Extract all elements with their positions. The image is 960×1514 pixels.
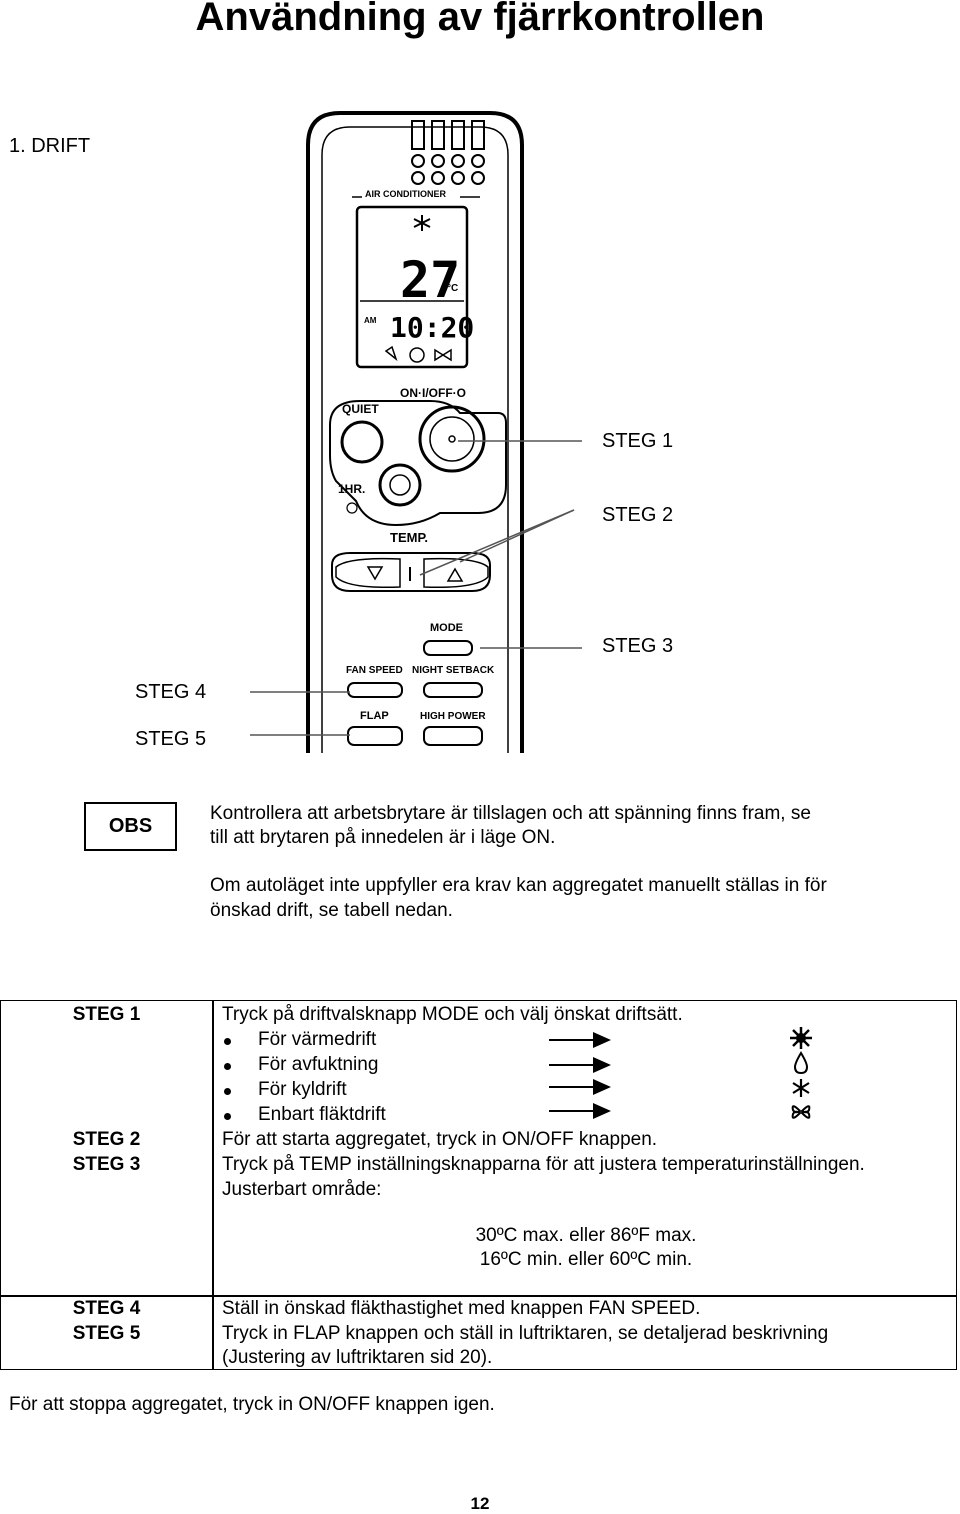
mode-item-label: För avfuktning: [258, 1054, 379, 1075]
mode-item-label: Enbart fläktdrift: [258, 1104, 386, 1125]
table-divider-horizontal: [1, 1295, 956, 1297]
callout-steg-4: STEG 4: [135, 681, 207, 703]
stop-instruction: För att stoppa aggregatet, tryck in ON/O…: [9, 1394, 495, 1415]
step-2-name: STEG 2: [72, 1129, 141, 1150]
high-power-label: HIGH POWER: [420, 711, 486, 722]
bullet-dot: [224, 1088, 231, 1095]
quiet-button[interactable]: [340, 420, 384, 464]
page-number: 12: [470, 1494, 490, 1513]
obs-line-4: önskad drift, se tabell nedan.: [210, 900, 453, 921]
display-snowflake-icon: [413, 215, 431, 231]
step-5-text-line-1: Tryck in FLAP knappen och ställ in luftr…: [222, 1323, 829, 1344]
display-fan-icon: [434, 348, 452, 362]
callout-steg-3: STEG 3: [602, 635, 674, 657]
step-5-text-line-2: (Justering av luftriktaren sid 20).: [222, 1347, 493, 1368]
obs-line-2: till att brytaren på innedelen är i läge…: [210, 827, 556, 848]
callout-steg-5: STEG 5: [135, 728, 207, 750]
onoff-button[interactable]: [418, 405, 486, 473]
callout-steg-1: STEG 1: [602, 430, 674, 452]
page-title: Användning av fjärrkontrollen: [195, 0, 765, 39]
step-1-name: STEG 1: [72, 1004, 141, 1025]
arrow-right-icon: [549, 1103, 611, 1119]
mode-item-label: För värmedrift: [258, 1029, 377, 1050]
one-hour-timer-button[interactable]: [378, 463, 422, 507]
bullet-dot: [224, 1038, 231, 1045]
temperature-range-max: 30ºC max. eller 86ºF max.: [475, 1225, 697, 1246]
bullet-dot: [224, 1063, 231, 1070]
display-unit: °C: [447, 283, 458, 294]
flap-label: FLAP: [360, 710, 389, 722]
temperature-range-min: 16ºC min. eller 60ºC min.: [479, 1249, 693, 1270]
steps-table: STEG 1 Tryck på driftvalsknapp MODE och …: [0, 1000, 957, 1370]
bullet-dot: [224, 1113, 231, 1120]
step-3-range-label: Justerbart område:: [222, 1179, 382, 1200]
arrow-right-icon: [549, 1079, 611, 1095]
sun-icon: [790, 1027, 812, 1049]
droplet-icon: [793, 1051, 809, 1075]
step-4-text: Ställ in önskad fläkthastighet med knapp…: [222, 1298, 701, 1319]
obs-line-3: Om autoläget inte uppfyller era krav kan…: [210, 875, 827, 896]
temp-up-button[interactable]: [423, 557, 489, 589]
temp-down-button[interactable]: [335, 557, 401, 589]
obs-label-box: OBS: [84, 802, 177, 851]
night-setback-label: NIGHT SETBACK: [412, 665, 495, 676]
step-3-text: Tryck på TEMP inställningsknapparna för …: [222, 1154, 865, 1175]
temp-label: TEMP.: [390, 530, 428, 545]
arrow-right-icon: [549, 1032, 611, 1048]
one-hour-label: 1HR.: [338, 482, 365, 496]
obs-label: OBS: [108, 815, 153, 837]
display-temperature: 27: [400, 251, 460, 309]
fan-speed-label: FAN SPEED: [346, 665, 403, 676]
arrow-right-icon: [549, 1057, 611, 1073]
table-divider-vertical: [212, 1001, 214, 1369]
step-2-text: För att starta aggregatet, tryck in ON/O…: [222, 1129, 658, 1150]
display-swing-icon: [384, 345, 398, 362]
remote-control-illustration: AIR CONDITIONER 27 °C AM 10:20 QUIET ON·…: [306, 111, 524, 753]
remote-brand-label: AIR CONDITIONER: [365, 189, 447, 199]
step-4-name: STEG 4: [72, 1298, 141, 1319]
section-heading: 1. DRIFT: [9, 135, 91, 157]
temp-up-icon: [446, 567, 464, 582]
mode-item-label: För kyldrift: [258, 1079, 347, 1100]
step-1-text: Tryck på driftvalsknapp MODE och välj ön…: [222, 1004, 683, 1025]
temp-down-icon: [366, 566, 384, 581]
fan-icon: [791, 1105, 811, 1119]
snowflake-icon: [792, 1079, 810, 1097]
fan-speed-button[interactable]: [347, 682, 403, 698]
timer-clock-icon: [346, 502, 358, 514]
obs-line-1: Kontrollera att arbetsbrytare är tillsla…: [210, 803, 811, 824]
step-3-name: STEG 3: [72, 1154, 141, 1175]
display-time: 10:20: [390, 311, 474, 344]
callout-steg-2: STEG 2: [602, 504, 674, 526]
display-auto-icon: [409, 347, 425, 363]
mode-button[interactable]: [423, 640, 473, 656]
mode-label: MODE: [430, 622, 463, 634]
night-setback-button[interactable]: [423, 682, 483, 698]
quiet-label: QUIET: [342, 402, 379, 416]
display-ampm: AM: [364, 316, 377, 325]
onoff-label: ON·I/OFF·O: [400, 386, 466, 400]
step-5-name: STEG 5: [72, 1323, 141, 1344]
high-power-button[interactable]: [423, 726, 483, 746]
flap-button[interactable]: [347, 726, 403, 746]
